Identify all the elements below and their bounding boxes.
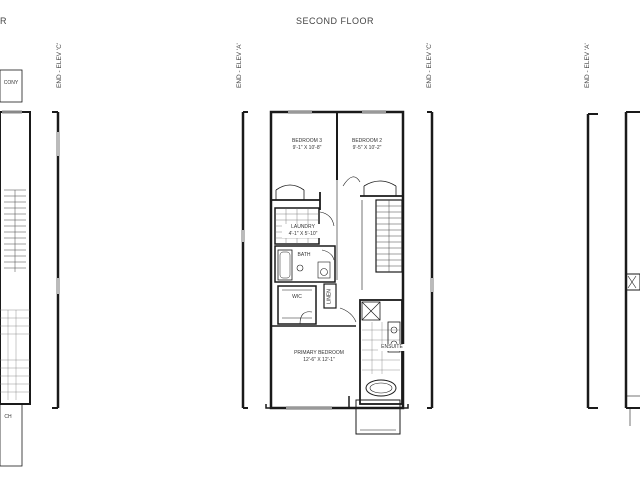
elevation-label-center-right: END - ELEV 'C' bbox=[426, 42, 433, 88]
elevation-label-left: END - ELEV 'C' bbox=[56, 42, 63, 88]
room-linen: LINEN bbox=[327, 279, 334, 315]
left-plan-heading-fragment: R bbox=[0, 16, 7, 26]
room-name: ENSUITE bbox=[381, 344, 403, 350]
balcony-label: CONY bbox=[3, 80, 19, 86]
right-partial-plan bbox=[586, 111, 640, 426]
room-name: LAUNDRY bbox=[291, 224, 315, 230]
room-wic: WIC bbox=[288, 294, 306, 301]
elevation-label-center-left: END - ELEV 'A' bbox=[236, 43, 243, 88]
room-name: BEDROOM 3 bbox=[291, 138, 322, 144]
room-bedroom-3: BEDROOM 3 9'-1" X 10'-8" bbox=[280, 138, 334, 152]
room-dimensions: 9'-5" X 10'-2" bbox=[352, 145, 382, 151]
room-primary-bedroom: PRIMARY BEDROOM 12'-6" X 12'-1" bbox=[284, 350, 354, 364]
room-ensuite: ENSUITE bbox=[378, 344, 406, 351]
room-dimensions: 9'-1" X 10'-8" bbox=[292, 145, 322, 151]
second-floor-heading: SECOND FLOOR bbox=[296, 16, 375, 26]
room-name: LINEN bbox=[326, 289, 333, 304]
porch-label: CH bbox=[4, 414, 12, 420]
elevation-label-right: END - ELEV 'A' bbox=[584, 43, 591, 88]
room-bath: BATH bbox=[292, 252, 316, 259]
room-dimensions: 12'-6" X 12'-1" bbox=[303, 357, 335, 363]
second-floor-plan bbox=[241, 110, 434, 435]
room-bedroom-2: BEDROOM 2 9'-5" X 10'-2" bbox=[340, 138, 394, 152]
room-laundry: LAUNDRY 4'-1" X 5'-10" bbox=[282, 224, 324, 238]
room-name: WIC bbox=[292, 294, 302, 300]
room-name: PRIMARY BEDROOM bbox=[294, 350, 344, 356]
room-name: BEDROOM 2 bbox=[351, 138, 382, 144]
room-name: BATH bbox=[297, 252, 311, 258]
left-partial-plan bbox=[0, 69, 60, 467]
room-dimensions: 4'-1" X 5'-10" bbox=[288, 231, 318, 237]
